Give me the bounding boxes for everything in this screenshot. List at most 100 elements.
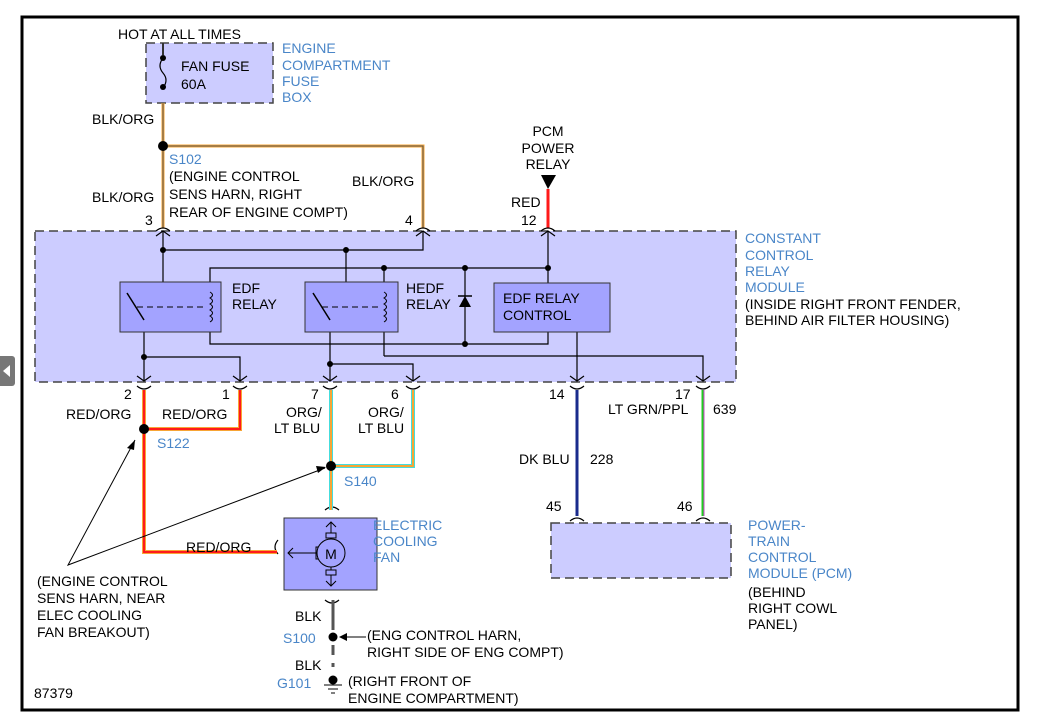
pin-label: 2 — [124, 386, 132, 402]
arrow-head-icon — [127, 440, 135, 450]
circuit-number: 228 — [590, 451, 614, 467]
svg-text:ELEC COOLING: ELEC COOLING — [37, 607, 142, 623]
svg-text:(BEHIND: (BEHIND — [748, 584, 806, 600]
svg-text:FUSE: FUSE — [282, 73, 319, 89]
svg-text:REAR OF ENGINE COMPT): REAR OF ENGINE COMPT) — [169, 204, 348, 220]
wire-lt-grn-ppl — [701, 390, 705, 516]
wire-label: DK BLU — [519, 451, 570, 467]
svg-text:MODULE: MODULE — [745, 279, 805, 295]
splice-id: S140 — [344, 473, 377, 489]
wire-label: BLK/ORG — [352, 173, 414, 189]
svg-text:SENS HARN, NEAR: SENS HARN, NEAR — [37, 590, 165, 606]
wire-label: ORG/ — [286, 404, 322, 420]
callout-arrows — [66, 439, 326, 566]
pcm-label: POWER- TRAIN CONTROL MODULE (PCM) (BEHIN… — [748, 517, 852, 632]
shared-splice-desc: (ENGINE CONTROL SENS HARN, NEAR ELEC COO… — [37, 573, 168, 640]
svg-text:CONTROL: CONTROL — [503, 307, 572, 323]
wire-label: LT BLU — [358, 420, 404, 436]
hedf-relay-label: HEDF — [406, 280, 444, 296]
wire-blk-org — [161, 103, 425, 228]
svg-text:ENGINE: ENGINE — [282, 40, 336, 56]
wire-label: LT BLU — [274, 420, 320, 436]
pin-label: 3 — [145, 212, 153, 228]
pin-label: 4 — [405, 212, 413, 228]
wire-label: BLK/ORG — [92, 189, 154, 205]
fuse-icon — [159, 43, 167, 90]
motor-icon: M — [325, 546, 337, 562]
svg-text:TRAIN: TRAIN — [748, 533, 790, 549]
pin-label: 17 — [675, 386, 691, 402]
pin-label: 12 — [521, 212, 537, 228]
fuse-name: FAN FUSE — [181, 58, 249, 74]
circuit-number: 639 — [713, 401, 737, 417]
arrow-head-icon — [316, 466, 326, 473]
svg-text:RIGHT COWL: RIGHT COWL — [748, 600, 837, 616]
hedf-relay-label: RELAY — [406, 296, 452, 312]
wire-label: RED/ORG — [186, 539, 251, 555]
svg-text:EDF RELAY: EDF RELAY — [503, 290, 580, 306]
svg-text:(INSIDE RIGHT FRONT FENDER,: (INSIDE RIGHT FRONT FENDER, — [745, 296, 961, 312]
svg-text:RIGHT SIDE OF ENG COMPT): RIGHT SIDE OF ENG COMPT) — [367, 644, 564, 660]
edf-relay-label: EDF — [232, 280, 260, 296]
pin-label: 6 — [391, 386, 399, 402]
svg-text:(ENGINE CONTROL: (ENGINE CONTROL — [37, 573, 168, 589]
ground-id: G101 — [277, 675, 311, 691]
wire-label: RED/ORG — [162, 406, 227, 422]
svg-text:RELAY: RELAY — [526, 156, 572, 172]
svg-text:COMPARTMENT: COMPARTMENT — [282, 57, 391, 73]
electric-cooling-fan: M — [283, 517, 378, 591]
pin-label: 45 — [546, 498, 562, 514]
wire-red-org — [142, 390, 277, 554]
wire-label: BLK — [295, 657, 322, 673]
diode-icon — [458, 295, 472, 307]
wire-org-lt-blu — [329, 390, 415, 510]
svg-text:PANEL): PANEL) — [748, 616, 798, 632]
svg-text:PCM: PCM — [532, 123, 563, 139]
ground-icon — [324, 675, 342, 694]
hedf-relay — [304, 281, 399, 333]
svg-text:CONTROL: CONTROL — [745, 247, 814, 263]
wire-label: RED/ORG — [66, 406, 131, 422]
junction-dots — [141, 247, 551, 367]
module-label: CONSTANT CONTROL RELAY MODULE (INSIDE RI… — [745, 230, 961, 328]
fuse-box: FAN FUSE 60A — [145, 42, 274, 104]
wire-label: RED — [511, 194, 541, 210]
svg-text:(ENGINE CONTROL: (ENGINE CONTROL — [169, 168, 300, 184]
svg-text:SENS HARN, RIGHT: SENS HARN, RIGHT — [169, 186, 302, 202]
diagram-frame — [20, 15, 1020, 712]
svg-text:MODULE (PCM): MODULE (PCM) — [748, 565, 852, 581]
fan-label: ELECTRIC COOLING FAN — [373, 517, 442, 565]
svg-text:FAN BREAKOUT): FAN BREAKOUT) — [37, 624, 150, 640]
diagram-id: 87379 — [34, 685, 73, 701]
splice-s140 — [326, 461, 336, 471]
svg-text:(RIGHT FRONT OF: (RIGHT FRONT OF — [348, 673, 471, 689]
svg-text:CONSTANT: CONSTANT — [745, 230, 821, 246]
svg-text:ENGINE COMPARTMENT): ENGINE COMPARTMENT) — [348, 690, 519, 706]
svg-text:RELAY: RELAY — [745, 263, 791, 279]
powertrain-control-module — [550, 522, 732, 579]
pin-label: 7 — [311, 386, 319, 402]
power-arrow-icon — [541, 175, 556, 189]
fuse-rating: 60A — [181, 76, 207, 92]
wire-label: BLK/ORG — [92, 111, 154, 127]
pin-label: 1 — [222, 386, 230, 402]
splice-s100-desc: (ENG CONTROL HARN, RIGHT SIDE OF ENG COM… — [367, 627, 564, 660]
arrow-head-icon — [339, 633, 347, 641]
svg-text:ELECTRIC: ELECTRIC — [373, 517, 442, 533]
wire-label: BLK — [295, 608, 322, 624]
pcm-relay-label: PCM POWER RELAY — [522, 123, 575, 172]
svg-text:BEHIND AIR FILTER HOUSING): BEHIND AIR FILTER HOUSING) — [745, 312, 949, 328]
fuse-box-label: ENGINE COMPARTMENT FUSE BOX — [282, 40, 391, 105]
svg-text:(ENG CONTROL HARN,: (ENG CONTROL HARN, — [367, 627, 521, 643]
ground-desc: (RIGHT FRONT OF ENGINE COMPARTMENT) — [348, 673, 519, 706]
splice-id: S100 — [283, 630, 316, 646]
previous-page-tab[interactable] — [0, 356, 15, 386]
edf-relay — [119, 281, 222, 333]
pin-label: 46 — [677, 498, 693, 514]
svg-text:CONTROL: CONTROL — [748, 549, 817, 565]
pin-label: 14 — [549, 386, 565, 402]
svg-text:POWER: POWER — [522, 140, 575, 156]
splice-s102 — [158, 141, 168, 151]
splice-s100 — [328, 632, 338, 642]
